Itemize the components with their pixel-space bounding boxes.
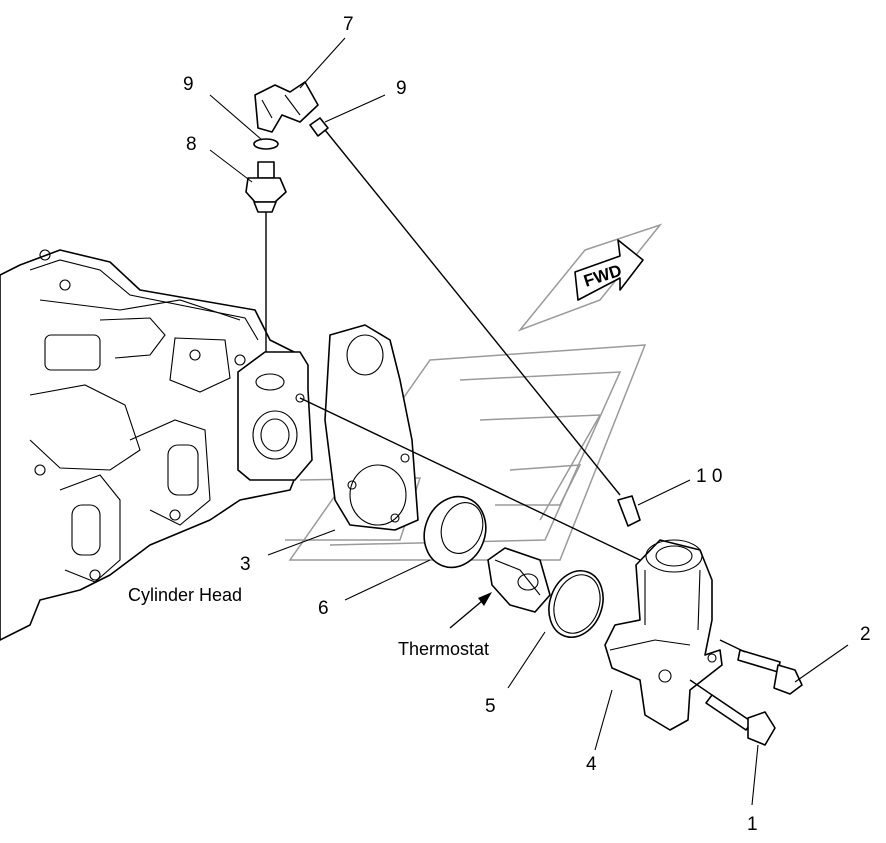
callout-9b: 9 bbox=[396, 78, 407, 99]
callout-4: 4 bbox=[586, 754, 597, 775]
callout-2: 2 bbox=[860, 624, 871, 645]
callout-9a: 9 bbox=[183, 74, 194, 95]
hose-clamp-part bbox=[309, 117, 329, 137]
seal-ring-part bbox=[423, 495, 487, 569]
forward-direction-arrow: FWD bbox=[574, 239, 644, 301]
callout-7: 7 bbox=[343, 14, 354, 35]
leader-lines bbox=[209, 37, 849, 806]
callout-3: 3 bbox=[240, 554, 251, 575]
fitting-part bbox=[617, 495, 641, 527]
water-outlet-housing-part bbox=[604, 539, 723, 731]
bolt-part bbox=[737, 649, 803, 695]
gasket-part bbox=[324, 324, 419, 531]
thermostat-pointer-arrow bbox=[449, 592, 492, 629]
callout-10: 1 0 bbox=[696, 466, 722, 487]
callout-5: 5 bbox=[485, 696, 496, 717]
callout-6: 6 bbox=[318, 598, 329, 619]
thermostat-label: Thermostat bbox=[398, 639, 489, 659]
o-ring-part bbox=[548, 570, 604, 638]
callout-8: 8 bbox=[186, 134, 197, 155]
assembly-lines bbox=[265, 129, 746, 696]
bolt-part bbox=[705, 694, 776, 746]
hose-clamp-part bbox=[253, 138, 279, 150]
cylinder-head-label: Cylinder Head bbox=[128, 585, 242, 605]
cylinder-head-part bbox=[0, 249, 313, 641]
hose-part bbox=[254, 81, 319, 133]
fitting-part bbox=[245, 161, 287, 213]
thermostat-part bbox=[487, 547, 551, 613]
callout-1: 1 bbox=[747, 814, 758, 835]
